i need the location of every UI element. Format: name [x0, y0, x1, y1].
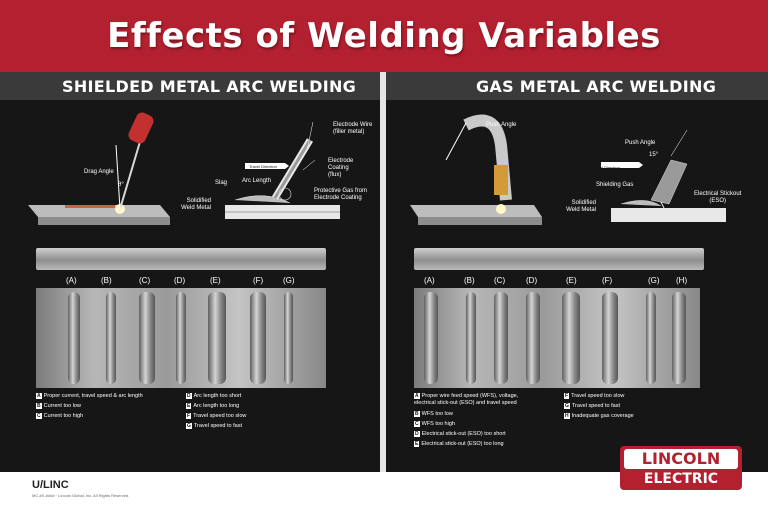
- gmaw-push-angle-label: Push Angle: [625, 140, 656, 146]
- smaw-drag-angle-label: Drag Angle: [84, 169, 114, 175]
- smaw-letter-f: (F): [253, 276, 264, 285]
- gmaw-bead-b: [466, 292, 476, 384]
- gmaw-bead-a: [424, 292, 438, 384]
- gmaw-letter-f: (F): [602, 276, 613, 285]
- gmaw-bead-c: [494, 292, 508, 384]
- smaw-letter-a: (A): [66, 276, 77, 285]
- smaw-panel: Drag Angle θ° Electrode Wire (filler met…: [0, 100, 380, 472]
- smaw-bead-d: [176, 292, 186, 384]
- gmaw-letter-d: (D): [526, 276, 538, 285]
- smaw-bead-g: [284, 292, 293, 384]
- smaw-arc-length-label: Arc Length: [242, 178, 272, 184]
- smaw-plate-top-view: [36, 288, 326, 388]
- gmaw-bead-d: [526, 292, 540, 384]
- gmaw-bead-g: [646, 292, 656, 384]
- smaw-slag-label: Slag: [215, 180, 228, 186]
- gmaw-panel: Push Angle Push Angle 15° Travel Directi…: [386, 100, 768, 472]
- smaw-letter-b: (B): [101, 276, 112, 285]
- gmaw-solidified-label: Solidified Weld Metal: [566, 200, 596, 213]
- gmaw-letter-a: (A): [424, 276, 435, 285]
- smaw-heading-bar: SHIELDED METAL ARC WELDING: [0, 72, 380, 100]
- panel-divider: [380, 72, 386, 472]
- smaw-bead-a: [68, 292, 80, 384]
- lincoln-logo-bottom: ELECTRIC: [643, 471, 719, 487]
- smaw-electrode-illustration: [28, 112, 170, 225]
- page-title: Effects of Welding Variables: [107, 16, 661, 56]
- gmaw-bead-f: [602, 292, 618, 384]
- smaw-letter-d: (D): [174, 276, 186, 285]
- gmaw-gun-illustration: [410, 114, 542, 225]
- smaw-electrode-coating-label: Electrode Coating (flux): [328, 158, 354, 178]
- smaw-bead-b: [106, 292, 116, 384]
- gmaw-shielding-gas-label: Shielding Gas: [596, 182, 634, 188]
- gmaw-plate-top-view: [414, 288, 700, 388]
- smaw-letter-g: (G): [283, 276, 295, 285]
- lincoln-logo-top: LINCOLN: [624, 449, 738, 469]
- smaw-schematic: [225, 121, 340, 219]
- smaw-protective-gas-label: Protective Gas from Electrode Coating: [314, 188, 368, 201]
- copyright-text: MC-#X-#### · Lincoln Global, Inc. All Ri…: [32, 493, 130, 498]
- gmaw-angle-mark: 15°: [649, 152, 659, 158]
- title-banner: Effects of Welding Variables: [0, 0, 768, 72]
- lincoln-electric-logo: LINCOLN ELECTRIC: [620, 446, 742, 490]
- gmaw-heading-bar: GAS METAL ARC WELDING: [386, 72, 768, 100]
- gmaw-bead-h: [672, 292, 686, 384]
- smaw-bead-e: [208, 292, 226, 384]
- gmaw-electrical-stickout-label: Electrical Stickout (ESO): [694, 191, 742, 204]
- gmaw-schematic: [601, 129, 726, 222]
- gmaw-bead-e: [562, 292, 580, 384]
- smaw-bead-c: [139, 292, 155, 384]
- gmaw-plate-side-view: [414, 248, 704, 270]
- gmaw-letter-c: (C): [494, 276, 506, 285]
- gmaw-travel-direction-label: Travel Direction: [592, 165, 620, 170]
- smaw-letter-e: (E): [210, 276, 221, 285]
- gmaw-letter-e: (E): [566, 276, 577, 285]
- gmaw-heading: GAS METAL ARC WELDING: [476, 77, 717, 96]
- smaw-letter-c: (C): [139, 276, 151, 285]
- smaw-travel-direction-label: Travel Direction: [249, 164, 277, 169]
- smaw-bead-f: [250, 292, 266, 384]
- smaw-plate-side-view: [36, 248, 326, 270]
- gmaw-push-angle-small-label: Push Angle: [486, 122, 517, 128]
- ulinc-logo: U/LINC: [32, 479, 69, 491]
- gmaw-letter-g: (G): [648, 276, 660, 285]
- smaw-angle-mark: θ°: [118, 182, 124, 188]
- smaw-solidified-label: Solidified Weld Metal: [181, 198, 211, 211]
- gmaw-letter-b: (B): [464, 276, 475, 285]
- gmaw-letter-h: (H): [676, 276, 688, 285]
- smaw-heading: SHIELDED METAL ARC WELDING: [62, 77, 357, 96]
- smaw-electrode-wire-label: Electrode Wire (filler metal): [333, 122, 373, 135]
